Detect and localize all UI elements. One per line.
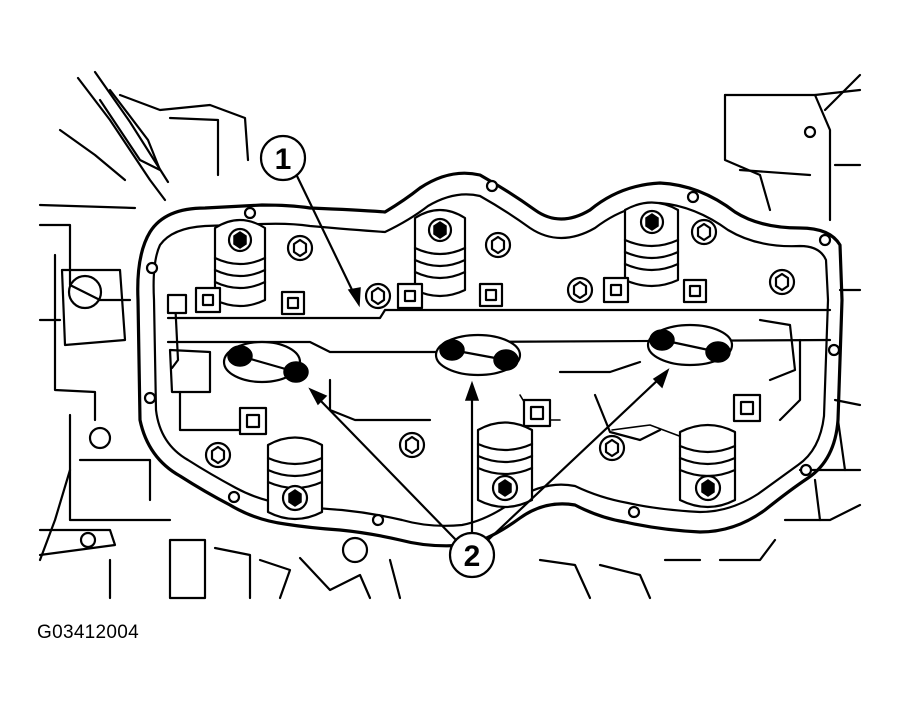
- spring-bottom-left: [266, 436, 324, 521]
- callout-1-leader: [295, 174, 357, 298]
- cam-lobe-pair-center: [434, 333, 522, 377]
- spring-top-center: [413, 208, 467, 298]
- callout-2-leader-left: [316, 396, 458, 542]
- cam-lobe-pair-right: [646, 323, 734, 367]
- callout-2-leader-right: [486, 376, 662, 542]
- callout-2: 2: [308, 368, 670, 579]
- spring-top-right: [623, 201, 680, 288]
- cam-lobes: [222, 323, 734, 384]
- callout-2-number: 2: [464, 540, 481, 573]
- upper-valve-springs: [213, 201, 680, 308]
- spring-bottom-right: [678, 423, 737, 509]
- rocker-tabs: [166, 276, 762, 436]
- figure-caption: G03412004: [37, 622, 140, 643]
- spring-bottom-center: [476, 421, 534, 509]
- lower-valve-springs: [266, 421, 737, 521]
- engine-block-background: [38, 70, 862, 600]
- callout-2-arrowhead-center: [464, 380, 480, 401]
- callout-2-arrowhead-right: [652, 368, 670, 389]
- cover-bolts: [204, 218, 796, 469]
- cam-lobe-pair-left: [222, 340, 309, 384]
- callout-1: 1: [259, 134, 361, 308]
- callout-2-arrowhead-left: [308, 387, 328, 406]
- callout-1-number: 1: [275, 143, 292, 176]
- spring-top-left: [213, 218, 267, 308]
- camshaft-assembly: [166, 298, 832, 442]
- callout-1-arrowhead: [347, 287, 361, 308]
